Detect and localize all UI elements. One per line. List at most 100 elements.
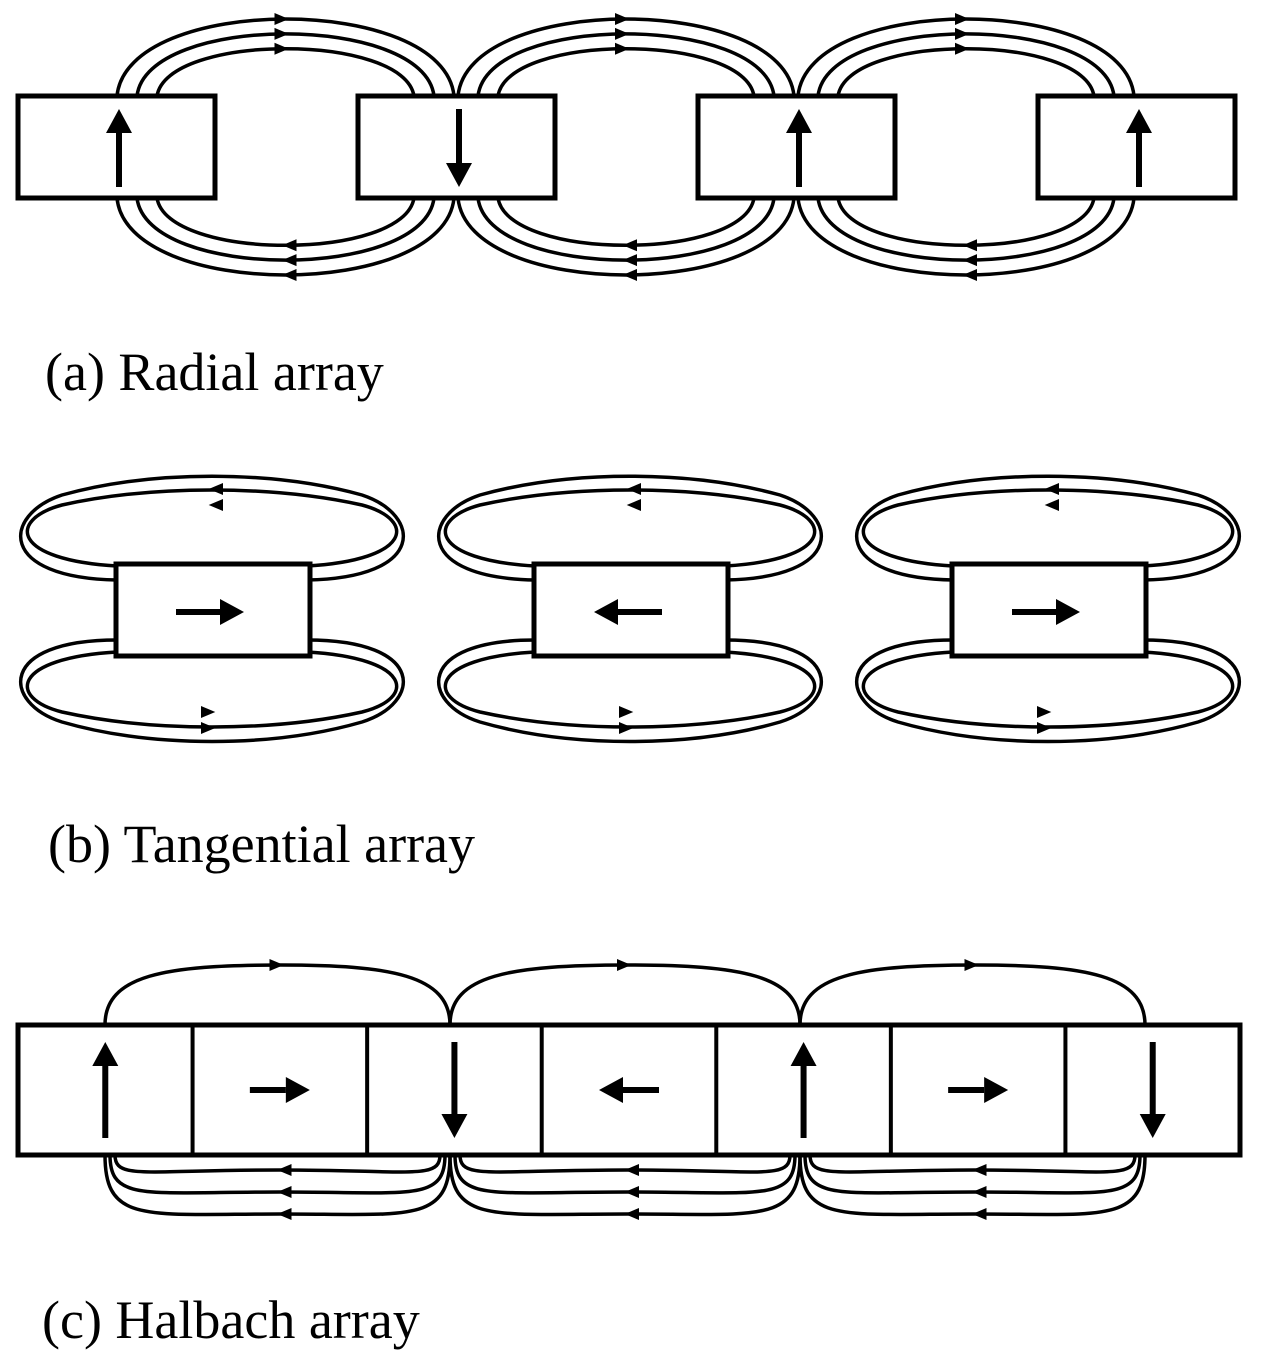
flux-direction-arrow-icon bbox=[622, 268, 637, 281]
flux-direction-arrow-icon bbox=[972, 1186, 987, 1198]
flux-direction-arrow-icon bbox=[1044, 483, 1059, 495]
flux-line bbox=[803, 1154, 1142, 1195]
magnetization-up-arrow-icon bbox=[106, 109, 132, 187]
flux-line bbox=[135, 32, 436, 97]
flux-direction-arrow-icon bbox=[282, 254, 297, 267]
flux-line bbox=[25, 488, 399, 568]
flux-line bbox=[476, 32, 776, 97]
flux-line bbox=[135, 197, 436, 262]
flux-direction-arrow-icon bbox=[274, 42, 289, 55]
flux-direction-arrow-icon bbox=[1037, 706, 1052, 718]
flux-direction-arrow-icon bbox=[619, 722, 634, 734]
tangential-array-panel bbox=[18, 474, 1242, 744]
flux-line bbox=[436, 638, 824, 744]
flux-line bbox=[816, 32, 1116, 97]
flux-line bbox=[18, 638, 406, 744]
flux-line bbox=[836, 47, 1096, 97]
flux-direction-arrow-icon bbox=[622, 239, 637, 252]
flux-direction-arrow-icon bbox=[201, 706, 216, 718]
flux-direction-arrow-icon bbox=[955, 13, 970, 26]
magnetization-right-arrow-icon bbox=[176, 599, 244, 625]
flux-direction-arrow-icon bbox=[615, 27, 630, 40]
magnetization-up-arrow-icon bbox=[790, 1042, 817, 1138]
flux-line bbox=[458, 1154, 792, 1174]
flux-direction-arrow-icon bbox=[972, 1164, 987, 1176]
flux-line bbox=[443, 650, 817, 729]
flux-line bbox=[861, 650, 1235, 729]
flux-direction-arrow-icon bbox=[622, 254, 637, 267]
flux-direction-arrow-icon bbox=[619, 706, 634, 718]
magnetization-up-arrow-icon bbox=[92, 1042, 119, 1138]
magnetization-left-arrow-icon bbox=[599, 1077, 659, 1103]
flux-direction-arrow-icon bbox=[617, 959, 632, 971]
flux-line bbox=[816, 197, 1116, 262]
magnetization-right-arrow-icon bbox=[948, 1077, 1009, 1103]
flux-line bbox=[854, 474, 1242, 582]
flux-direction-arrow-icon bbox=[208, 499, 223, 511]
flux-direction-arrow-icon bbox=[1044, 499, 1059, 511]
magnetization-right-arrow-icon bbox=[249, 1077, 310, 1103]
magnetization-up-arrow-icon bbox=[1126, 109, 1152, 187]
flux-direction-arrow-icon bbox=[964, 959, 979, 971]
flux-direction-arrow-icon bbox=[962, 254, 977, 267]
flux-direction-arrow-icon bbox=[626, 483, 641, 495]
magnetization-down-arrow-icon bbox=[1139, 1042, 1166, 1138]
magnetization-up-arrow-icon bbox=[786, 109, 812, 187]
flux-line bbox=[496, 197, 756, 247]
flux-line bbox=[436, 474, 824, 582]
flux-direction-arrow-icon bbox=[615, 13, 630, 26]
flux-line bbox=[18, 474, 406, 582]
flux-line bbox=[443, 488, 817, 568]
flux-direction-arrow-icon bbox=[274, 13, 289, 26]
flux-direction-arrow-icon bbox=[955, 27, 970, 40]
flux-direction-arrow-icon bbox=[282, 239, 297, 252]
flux-direction-arrow-icon bbox=[972, 1208, 987, 1220]
flux-line bbox=[861, 488, 1235, 568]
flux-line bbox=[808, 1154, 1137, 1174]
flux-line bbox=[448, 963, 802, 1026]
radial-array-panel bbox=[15, 13, 1238, 281]
halbach-array-panel bbox=[15, 959, 1243, 1220]
flux-direction-arrow-icon bbox=[277, 1186, 292, 1198]
flux-direction-arrow-icon bbox=[962, 239, 977, 252]
magnetization-right-arrow-icon bbox=[1012, 599, 1080, 625]
flux-direction-arrow-icon bbox=[277, 1164, 292, 1176]
flux-direction-arrow-icon bbox=[962, 268, 977, 281]
magnetization-down-arrow-icon bbox=[446, 109, 472, 187]
flux-direction-arrow-icon bbox=[1037, 722, 1052, 734]
flux-direction-arrow-icon bbox=[274, 27, 289, 40]
flux-direction-arrow-icon bbox=[624, 1208, 639, 1220]
flux-line bbox=[476, 197, 776, 262]
flux-line bbox=[103, 1154, 452, 1217]
flux-line bbox=[453, 1154, 797, 1195]
flux-direction-arrow-icon bbox=[269, 959, 284, 971]
flux-direction-arrow-icon bbox=[624, 1186, 639, 1198]
flux-line bbox=[113, 1154, 442, 1174]
flux-direction-arrow-icon bbox=[208, 483, 223, 495]
caption-radial-array: (a) Radial array bbox=[45, 342, 384, 402]
flux-line bbox=[155, 197, 416, 247]
flux-line bbox=[448, 1154, 802, 1217]
caption-tangential-array: (b) Tangential array bbox=[48, 814, 475, 874]
flux-line bbox=[103, 963, 452, 1026]
flux-direction-arrow-icon bbox=[277, 1208, 292, 1220]
flux-line bbox=[496, 47, 756, 97]
flux-line bbox=[836, 197, 1096, 247]
flux-direction-arrow-icon bbox=[615, 42, 630, 55]
halbach-magnet-strip bbox=[15, 1022, 1243, 1158]
flux-line bbox=[798, 1154, 1147, 1217]
flux-direction-arrow-icon bbox=[955, 42, 970, 55]
flux-line bbox=[108, 1154, 447, 1195]
magnetization-left-arrow-icon bbox=[594, 599, 662, 625]
flux-line bbox=[25, 650, 399, 729]
magnetization-down-arrow-icon bbox=[441, 1042, 468, 1138]
flux-direction-arrow-icon bbox=[624, 1164, 639, 1176]
flux-direction-arrow-icon bbox=[201, 722, 216, 734]
flux-line bbox=[854, 638, 1242, 744]
flux-line bbox=[798, 963, 1147, 1026]
flux-direction-arrow-icon bbox=[626, 499, 641, 511]
flux-direction-arrow-icon bbox=[282, 268, 297, 281]
caption-halbach-array: (c) Halbach array bbox=[42, 1290, 420, 1350]
flux-line bbox=[155, 47, 416, 97]
